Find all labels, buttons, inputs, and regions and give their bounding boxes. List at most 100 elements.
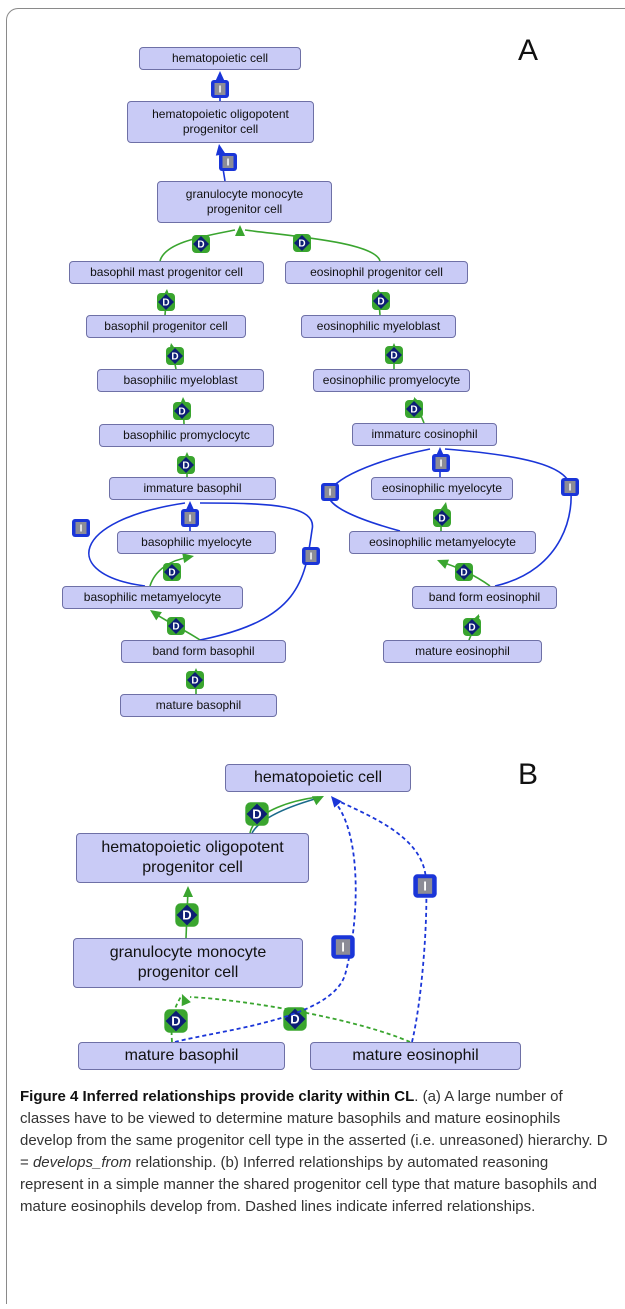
badge-a-df-bandeos: D (455, 563, 473, 581)
arrow-a-df-basomyelo (182, 553, 194, 564)
node-a-immature-eosinophil: immaturc cosinophil (352, 423, 497, 446)
node-a-basophil-progenitor-cell: basophil progenitor cell (86, 315, 246, 338)
svg-text:I: I (569, 483, 572, 494)
badge-a-df-basopromyelo: D (173, 402, 191, 420)
edge-a-isa-bandbaso-to-immbaso (199, 502, 314, 641)
badge-b-df-gmp: D (175, 903, 199, 927)
badge-a-isa-eosmyelo: I (432, 454, 450, 472)
svg-text:D: D (171, 352, 178, 363)
svg-text:D: D (197, 240, 204, 251)
badge-a-isa-eosmeta: I (321, 483, 339, 501)
node-a-basophil-mast-progenitor-cell: basophil mast progenitor cell (69, 261, 264, 284)
badge-a-df-maturebaso: D (186, 671, 204, 689)
badge-b-isa-maturebaso: I (331, 935, 355, 959)
svg-text:I: I (219, 85, 222, 96)
svg-text:I: I (341, 940, 345, 955)
svg-text:D: D (390, 351, 397, 362)
node-b-mature-basophil: mature basophil (78, 1042, 285, 1070)
panel-label-b: B (518, 758, 539, 791)
badge-a-df-matureeos: D (463, 618, 481, 636)
arrow-b-isa-hematopoietic (331, 796, 342, 808)
node-a-basophilic-metamyelocyte: basophilic metamyelocyte (62, 586, 243, 609)
figure-frame (6, 8, 625, 1304)
svg-text:D: D (468, 623, 475, 634)
node-a-mature-basophil: mature basophil (120, 694, 277, 717)
badge-a-df-basomast: D (192, 235, 210, 253)
svg-text:I: I (227, 158, 230, 169)
node-a-band-form-basophil: band form basophil (121, 640, 286, 663)
node-a-immature-basophil: immature basophil (109, 477, 276, 500)
arrow-b-df-hematopoietic (311, 796, 324, 806)
badge-a-df-eospromyelo: D (385, 346, 403, 364)
arrow-a-isa-1 (215, 71, 225, 82)
badge-b-df-maturebaso: D (164, 1009, 188, 1033)
caption-text-part1: . (a) A large number of classes have to … (20, 1088, 608, 1171)
svg-text:D: D (191, 676, 198, 687)
svg-text:D: D (168, 568, 175, 579)
svg-text:D: D (162, 298, 169, 309)
svg-text:I: I (440, 459, 443, 470)
node-a-eosinophilic-metamyelocyte: eosinophilic metamyelocyte (349, 531, 536, 554)
svg-text:D: D (171, 1014, 180, 1029)
edge-a-df-eosprog-to-gmp (244, 229, 381, 262)
edge-b-df-matureeos-to-gmp (189, 996, 411, 1043)
svg-text:D: D (252, 807, 261, 822)
edge-a-isa-basometa-to-immbaso (88, 502, 186, 587)
badge-a-isa-1: I (211, 80, 229, 98)
panel-label-a: A (518, 34, 539, 67)
node-b-granulocyte-monocyte-progenitor-cell: granulocyte monocyte progenitor cell (73, 938, 303, 988)
svg-text:D: D (377, 297, 384, 308)
badge-a-isa-basometa: I (72, 519, 90, 537)
node-a-basophilic-myeloblast: basophilic myeloblast (97, 369, 264, 392)
badge-b-df-matureeos: D (283, 1007, 307, 1031)
svg-text:D: D (298, 239, 305, 250)
badge-a-df-basomyeloblast: D (166, 347, 184, 365)
svg-text:D: D (172, 622, 179, 633)
badge-a-df-eosmyeloblast: D (372, 292, 390, 310)
badge-a-df-bandbaso: D (167, 617, 185, 635)
node-a-mature-eosinophil: mature eosinophil (383, 640, 542, 663)
node-a-basophilic-promyelocyte: basophilic promyclocytc (99, 424, 274, 447)
caption-text-part2: relationship. (b) Inferred relationships… (20, 1154, 597, 1215)
node-b-hematopoietic-oligopotent-progenitor-cell: hematopoietic oligopotent progenitor cel… (76, 833, 309, 883)
badge-a-isa-bandeos: I (561, 478, 579, 496)
edge-b-isa-matureeos-to-hematopoietic (335, 799, 428, 1043)
arrow-a-df-basometa (150, 610, 162, 621)
badge-a-df-immbaso: D (177, 456, 195, 474)
edge-b-df-oligopotent-to-hematopoietic (249, 796, 319, 834)
badge-a-df-basometa: D (163, 563, 181, 581)
node-a-eosinophilic-promyelocyte: eosinophilic promyelocyte (313, 369, 470, 392)
node-a-hematopoietic-cell: hematopoietic cell (139, 47, 301, 70)
node-a-eosinophilic-myelocyte: eosinophilic myelocyte (371, 477, 513, 500)
node-a-eosinophilic-myeloblast: eosinophilic myeloblast (301, 315, 456, 338)
svg-text:D: D (182, 908, 191, 923)
badge-a-df-eosprog: D (293, 234, 311, 252)
arrow-b-df-oligopotent (183, 886, 193, 897)
figure-caption: Figure 4 Inferred relationships provide … (20, 1086, 610, 1218)
svg-text:D: D (178, 407, 185, 418)
svg-text:D: D (290, 1012, 299, 1027)
arrow-a-isa-2 (215, 144, 226, 156)
caption-italic-term: develops_from (32, 1154, 132, 1171)
node-a-band-form-eosinophil: band form eosinophil (412, 586, 557, 609)
badge-b-df-oligopotent: D (245, 802, 269, 826)
badge-a-isa-2: I (219, 153, 237, 171)
svg-text:I: I (189, 514, 192, 525)
node-a-granulocyte-monocyte-progenitor-cell: granulocyte monocyte progenitor cell (157, 181, 332, 223)
svg-text:I: I (310, 552, 313, 563)
edge-a-df-basomast-to-gmp (159, 229, 236, 262)
caption-title: Figure 4 Inferred relationships provide … (20, 1088, 415, 1105)
arrow-a-df-eosmeta (437, 559, 450, 569)
svg-text:D: D (438, 514, 445, 525)
svg-text:D: D (182, 461, 189, 472)
node-a-hematopoietic-oligopotent-progenitor-cell: hematopoietic oligopotent progenitor cel… (127, 101, 314, 143)
badge-a-df-eosmeta: D (433, 509, 451, 527)
badge-b-isa-matureeos: I (413, 874, 437, 898)
node-b-hematopoietic-cell: hematopoietic cell (225, 764, 411, 792)
svg-text:I: I (80, 524, 83, 535)
node-a-eosinophil-progenitor-cell: eosinophil progenitor cell (285, 261, 468, 284)
svg-text:D: D (460, 568, 467, 579)
svg-text:I: I (329, 488, 332, 499)
node-b-mature-eosinophil: mature eosinophil (310, 1042, 521, 1070)
